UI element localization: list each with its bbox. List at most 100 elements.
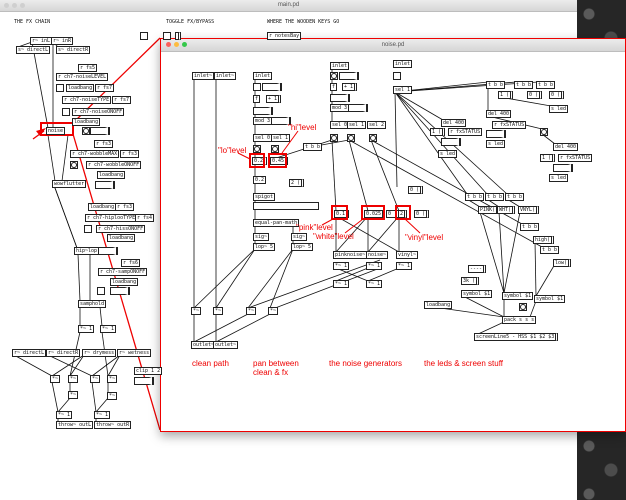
object-1[interactable]: *~ 1 bbox=[78, 325, 95, 333]
object-inlet[interactable]: inlet bbox=[393, 60, 413, 68]
object-del-400[interactable]: del 400 bbox=[553, 143, 579, 151]
number-box[interactable] bbox=[441, 138, 459, 146]
object-s-led[interactable]: s led bbox=[486, 140, 506, 148]
close-button[interactable] bbox=[4, 3, 9, 8]
undefined[interactable] bbox=[175, 32, 181, 40]
object-obj[interactable]: *~ bbox=[213, 307, 224, 315]
toggle[interactable] bbox=[163, 32, 171, 40]
object-noise[interactable]: noise bbox=[46, 127, 66, 135]
object-obj[interactable]: *~ bbox=[50, 375, 61, 383]
object-vinyl[interactable]: vinyl~ bbox=[396, 251, 419, 259]
object-s-directl[interactable]: s~ directL bbox=[16, 46, 51, 54]
object-r-fs6[interactable]: r fs6 bbox=[121, 259, 141, 267]
message-0-2[interactable]: 0.2 bbox=[252, 157, 268, 165]
horizontal-slider[interactable] bbox=[253, 202, 319, 210]
bang-button[interactable] bbox=[369, 134, 377, 142]
object-obj[interactable]: *~ bbox=[107, 375, 118, 383]
number-box[interactable] bbox=[98, 247, 116, 255]
toggle[interactable] bbox=[140, 32, 148, 40]
object-obj[interactable]: *~ bbox=[246, 307, 257, 315]
noise-pd-window[interactable]: noise.pd bbox=[160, 38, 626, 432]
number-box[interactable] bbox=[95, 181, 113, 189]
message-2[interactable]: 2 bbox=[398, 210, 408, 218]
object-1[interactable]: *~ 1 bbox=[333, 262, 350, 270]
object-r-fs3[interactable]: r fs3 bbox=[94, 140, 114, 148]
object-inlet[interactable]: inlet~ bbox=[214, 72, 237, 80]
message-1[interactable]: 1 ( bbox=[430, 128, 446, 136]
object-r-fxstatus[interactable]: r fxSTATUS bbox=[448, 128, 483, 136]
message-1[interactable]: + 1 bbox=[342, 83, 358, 91]
object-symbol-1[interactable]: symbol $1 bbox=[534, 295, 566, 303]
object-outlet[interactable]: outlet~ bbox=[213, 341, 239, 349]
object-f[interactable]: f bbox=[253, 95, 261, 103]
object-loadbang[interactable]: loadbang bbox=[107, 234, 136, 242]
object-1[interactable]: *~ 1 bbox=[56, 411, 73, 419]
object-obj[interactable]: *~ bbox=[90, 375, 101, 383]
object-1[interactable]: *~ 1 bbox=[366, 280, 383, 288]
object-r-ch7-wobblemax[interactable]: r ch7-wobbleMAX bbox=[70, 150, 120, 158]
object-sig[interactable]: sig~ bbox=[253, 233, 270, 241]
noise-title-bar[interactable]: noise.pd bbox=[161, 39, 625, 52]
object-t-b-b[interactable]: t b b bbox=[505, 193, 525, 201]
object-s-led[interactable]: s led bbox=[549, 105, 569, 113]
object-f[interactable]: f bbox=[330, 83, 338, 91]
object-obj[interactable]: *~ bbox=[68, 391, 79, 399]
bang-button[interactable] bbox=[70, 161, 78, 169]
object-r-ch7-noiselevel[interactable]: r ch7-noiseLEVEL bbox=[56, 73, 109, 81]
number-box[interactable] bbox=[90, 127, 108, 135]
toggle[interactable] bbox=[393, 72, 401, 80]
object-sig[interactable]: sig~ bbox=[291, 233, 308, 241]
object-inlet[interactable]: inlet~ bbox=[192, 72, 215, 80]
object-lop-5[interactable]: lop~ 5 bbox=[291, 243, 314, 251]
object-del-400[interactable]: del 400 bbox=[486, 110, 512, 118]
number-box[interactable] bbox=[330, 94, 348, 102]
object-obj[interactable]: *~ bbox=[107, 392, 118, 400]
object-sel-1[interactable]: sel 1 bbox=[347, 121, 367, 129]
bang-button[interactable] bbox=[330, 134, 338, 142]
object-r-inr[interactable]: r~ inR bbox=[51, 37, 74, 45]
toggle[interactable] bbox=[56, 84, 64, 92]
message-0[interactable]: 0 ( bbox=[408, 186, 424, 194]
bang-button[interactable] bbox=[271, 145, 279, 153]
object-0-2[interactable]: 0.2 bbox=[253, 176, 267, 184]
object-t-b-b[interactable]: t b b bbox=[536, 81, 556, 89]
object-obj[interactable]: *~ bbox=[68, 375, 79, 383]
object-r-ch7-noiseonoff[interactable]: r ch7-noiseONOFF bbox=[72, 108, 125, 116]
minimize-button[interactable] bbox=[12, 3, 17, 8]
object-t-b-b[interactable]: t b b bbox=[465, 193, 485, 201]
message-obj[interactable]: ---- bbox=[468, 265, 487, 273]
message-0[interactable]: 0 ( bbox=[527, 91, 543, 99]
number-box[interactable] bbox=[553, 164, 571, 172]
toggle[interactable] bbox=[84, 225, 92, 233]
object-t-b-b[interactable]: t b b bbox=[540, 246, 560, 254]
object-t-b-b[interactable]: t b b bbox=[303, 143, 323, 151]
object-t-b-b[interactable]: t b b bbox=[514, 81, 534, 89]
number-box[interactable] bbox=[339, 72, 357, 80]
object-r-directr[interactable]: r~ directR bbox=[46, 349, 81, 357]
number-box[interactable] bbox=[486, 130, 504, 138]
minimize-button[interactable] bbox=[174, 42, 179, 47]
object-1[interactable]: *~ 1 bbox=[333, 280, 350, 288]
main-title-bar[interactable]: main.pd bbox=[0, 0, 577, 12]
object-1[interactable]: *~ 1 bbox=[396, 262, 413, 270]
message-1[interactable]: 1 ( bbox=[498, 91, 514, 99]
object-loadbang[interactable]: loadbang bbox=[72, 118, 101, 126]
message-1[interactable]: + 1 bbox=[266, 95, 282, 103]
object-t-b-b[interactable]: t b b bbox=[485, 193, 505, 201]
object-lop-5[interactable]: lop~ 5 bbox=[253, 243, 276, 251]
object-r-ch7-hissonoff[interactable]: r ch7-hissONOFF bbox=[96, 225, 146, 233]
object-clip-1-2[interactable]: clip 1 2 bbox=[134, 367, 163, 375]
object-del-400[interactable]: del 400 bbox=[441, 119, 467, 127]
object-inlet[interactable]: inlet bbox=[253, 72, 273, 80]
object-throw-outl[interactable]: throw~ outL bbox=[56, 421, 94, 429]
zoom-button[interactable] bbox=[20, 3, 25, 8]
toggle[interactable] bbox=[97, 287, 105, 295]
toggle[interactable] bbox=[62, 108, 70, 116]
object-pack-s-s-s[interactable]: pack s s s bbox=[502, 316, 537, 324]
object-r-drymess[interactable]: r~ drymess bbox=[82, 349, 117, 357]
object-r-ch7-wobbleonoff[interactable]: r ch7-wobbleONOFF bbox=[86, 161, 142, 169]
message-wht[interactable]: WHT( bbox=[497, 206, 516, 214]
bang-button[interactable] bbox=[82, 127, 90, 135]
object-r-wetness[interactable]: r~ wetness bbox=[117, 349, 152, 357]
object-r-ch7-noisetype[interactable]: r ch7-noiseTYPE bbox=[62, 96, 112, 104]
